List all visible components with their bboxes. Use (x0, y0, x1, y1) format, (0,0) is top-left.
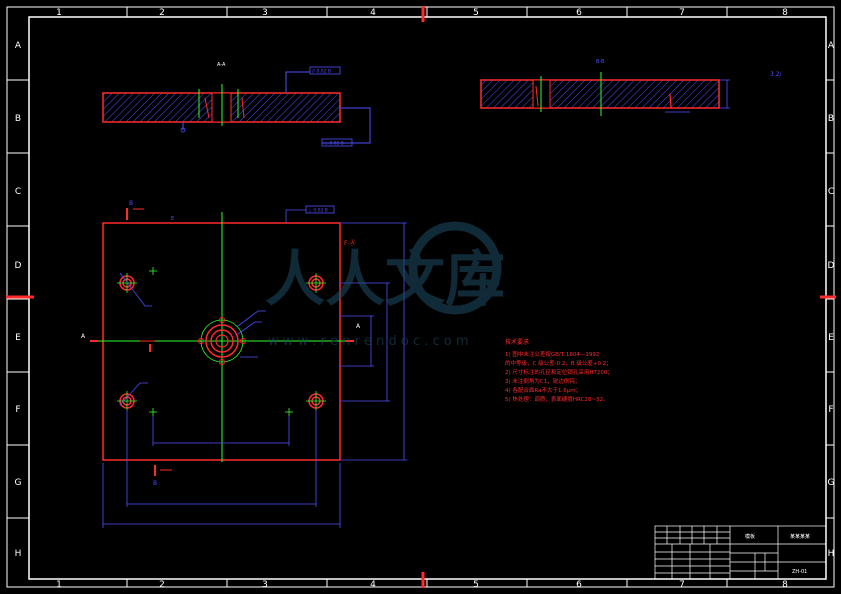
row-label-left: A (15, 41, 22, 51)
notes-title: 技术要求 (505, 338, 529, 346)
centering-marks (6, 6, 836, 588)
tolerance-frame-1 (309, 66, 341, 75)
row-label-left: H (15, 549, 22, 559)
arrow-b-top: B (129, 200, 133, 207)
notes-line: 5) 热处理：调质，表面硬度HRC28~32。 (505, 395, 609, 403)
column-label-top: 8 (782, 8, 788, 18)
arrow-a-left: A (81, 333, 86, 340)
row-label-left: B (15, 114, 21, 124)
column-label-top: 2 (159, 8, 165, 18)
column-label-bottom: 4 (370, 580, 376, 590)
notes-lines: 1) 图中未注公差按GB/T 1804—1992 的中等级，C 级公差-0.2，… (505, 350, 613, 403)
watermark-url: w w w . r e n r e n d o c . c o m (268, 334, 469, 349)
row-label-right: G (828, 478, 835, 488)
row-label-left: F (15, 405, 20, 415)
technical-notes: 技术要求 1) 图中未注公差按GB/T 1804—1992 的中等级，C 级公差… (505, 338, 613, 403)
roughness-note: 3.2/ (770, 71, 783, 78)
notes-line: 2) 尺寸标注的孔径和定位销孔采用HT200； (505, 368, 613, 376)
column-label-top: 4 (370, 8, 376, 18)
watermark: 人人文库 w w w . r e n r e n d o c . c o m (265, 221, 505, 349)
section-bb-label: B-B (596, 59, 605, 65)
section-aa-label: A-A (217, 62, 226, 68)
tolerance-frame-2 (321, 138, 353, 147)
arrow-b-bottom: B (153, 480, 157, 487)
title-block (654, 525, 827, 580)
column-label-top: 7 (679, 8, 685, 18)
row-labels-left: A B C D E F G H (15, 41, 22, 559)
row-label-left: D (15, 261, 22, 271)
row-label-right: D (828, 261, 835, 271)
view-f-label: F-Ⓐ (344, 239, 356, 247)
notes-line: 4) 各配合面Ra不大于1.6μm； (505, 386, 581, 394)
notes-line: 1) 图中未注公差按GB/T 1804—1992 (505, 350, 599, 358)
tolerance-frame-3-text: ⊥ 0.02 B (308, 208, 328, 214)
tolerance-frame-1-text: // 0.02 B (312, 69, 331, 75)
column-labels-bottom: 1 2 3 4 5 6 7 8 (56, 580, 788, 590)
row-label-right: C (828, 187, 834, 197)
column-label-bottom: 3 (262, 580, 268, 590)
tolerance-frame-2-text: ⊥ 0.02 B (324, 141, 344, 147)
row-label-right: A (828, 41, 835, 51)
title-block-name: 模板 (745, 533, 755, 540)
plan-view (90, 208, 407, 528)
row-label-left: C (15, 187, 21, 197)
row-label-right: F (828, 405, 833, 415)
row-labels-right: A B C D E F G H (828, 41, 835, 559)
row-label-left: G (15, 478, 22, 488)
column-label-bottom: 6 (576, 580, 582, 590)
column-label-top: 5 (473, 8, 479, 18)
row-label-left: E (15, 333, 21, 343)
column-label-bottom: 2 (159, 580, 165, 590)
notes-line: 3) 未注倒角为C1，锐边倒钝； (505, 377, 580, 385)
column-labels-top: 1 2 3 4 5 6 7 8 (56, 8, 788, 18)
column-label-bottom: 1 (56, 580, 62, 590)
view-e-label: E (171, 216, 174, 222)
section-aa-view (102, 71, 371, 144)
row-label-right: H (828, 549, 835, 559)
section-bb-view (480, 72, 730, 116)
column-label-bottom: 5 (473, 580, 479, 590)
row-label-right: E (828, 333, 834, 343)
title-block-company: 某某某某 (790, 534, 810, 540)
column-label-top: 3 (262, 8, 268, 18)
tolerance-frame-3 (305, 205, 335, 214)
column-label-bottom: 7 (679, 580, 685, 590)
notes-line: 的中等级，C 级公差-0.2，B 级公差+0.2； (505, 359, 612, 367)
column-label-bottom: 8 (782, 580, 788, 590)
column-label-top: 1 (56, 8, 62, 18)
watermark-text: 人人文库 (265, 245, 505, 315)
title-block-drawing-no: ZH-01 (792, 569, 807, 575)
zone-ticks (7, 7, 834, 587)
arrow-a-right: A (356, 323, 361, 330)
column-label-top: 6 (576, 8, 582, 18)
row-label-right: B (828, 114, 834, 124)
